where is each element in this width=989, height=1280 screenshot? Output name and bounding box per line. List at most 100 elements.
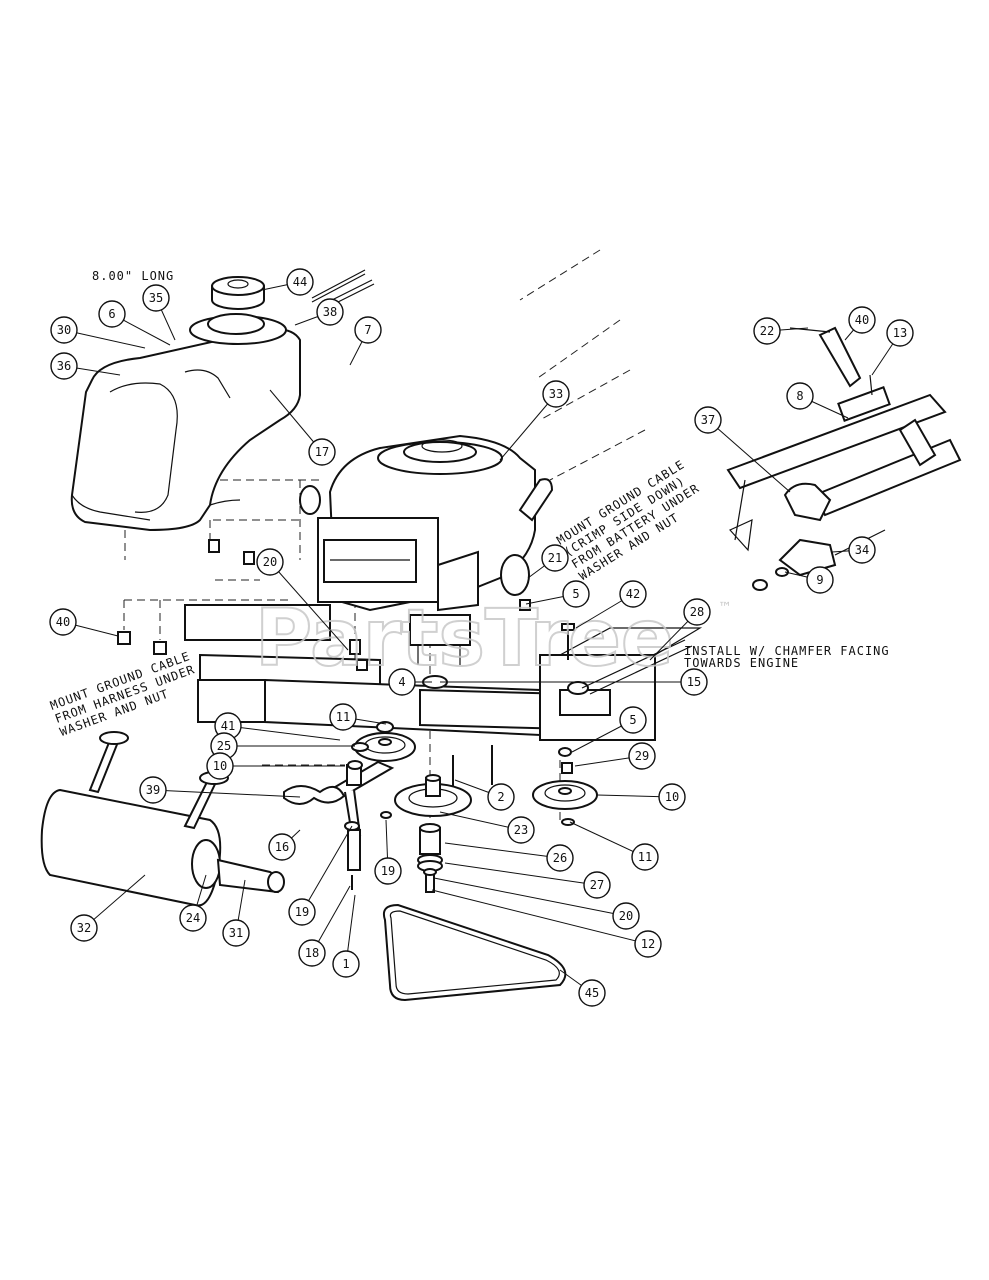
callout-leader-12 (431, 889, 649, 945)
callout-circle-22 (753, 317, 781, 345)
callout-7: 7 (349, 316, 382, 366)
callout-label-34: 34 (855, 543, 869, 557)
callout-1: 1 (332, 894, 360, 978)
callout-29: 29 (574, 742, 656, 770)
callout-label-44: 44 (293, 275, 307, 289)
callout-circle-33 (542, 380, 570, 408)
callout-circle-18 (298, 939, 326, 967)
bolts (117, 539, 575, 826)
callout-9: 9 (784, 566, 834, 594)
callout-circle-23 (507, 816, 535, 844)
callout-circle-45 (578, 979, 606, 1007)
callout-label-15: 15 (687, 675, 701, 689)
callout-circle-31 (222, 919, 250, 947)
callout-label-28: 28 (690, 605, 704, 619)
brake-linkage (726, 326, 962, 591)
callout-leader-41 (227, 725, 341, 741)
callout-label-45: 45 (585, 986, 599, 1000)
callout-label-19a: 19 (381, 864, 395, 878)
callout-label-33: 33 (549, 387, 563, 401)
callout-10b: 10 (596, 783, 686, 811)
callout-circle-6 (98, 300, 126, 328)
callout-label-22: 22 (760, 324, 774, 338)
callout-24: 24 (179, 874, 207, 932)
callout-label-19b: 19 (295, 905, 309, 919)
callout-19a: 19 (374, 819, 402, 885)
callout-11a: 11 (329, 703, 387, 731)
callout-20b: 20 (433, 877, 640, 930)
callout-26: 26 (444, 842, 574, 872)
callout-circle-32 (70, 914, 98, 942)
callout-25: 25 (210, 732, 355, 760)
callout-label-9: 9 (816, 573, 823, 587)
callout-label-1: 1 (342, 957, 349, 971)
callout-label-36: 36 (57, 359, 71, 373)
callout-circle-26 (546, 844, 574, 872)
callout-circle-24 (179, 904, 207, 932)
callout-28: 28 (649, 598, 711, 661)
callout-5b: 5 (571, 706, 647, 753)
callout-leader-23 (439, 811, 522, 831)
note-install: INSTALL W/ CHAMFER FACING (684, 644, 890, 658)
callout-6: 6 (98, 300, 171, 346)
callout-circle-36 (50, 352, 78, 380)
pulley-main (394, 774, 472, 817)
callout-circle-40b (49, 608, 77, 636)
callout-label-41: 41 (221, 719, 235, 733)
callout-label-40b: 40 (56, 615, 70, 629)
note-length: 8.00" LONG (92, 269, 174, 283)
callout-label-10a: 10 (213, 759, 227, 773)
callout-circle-21 (541, 544, 569, 572)
callout-circle-39 (139, 776, 167, 804)
callout-11b: 11 (569, 821, 659, 871)
callout-label-11a: 11 (336, 710, 350, 724)
callout-15: 15 (440, 668, 708, 696)
callout-32: 32 (70, 874, 146, 942)
watermark-trademark: ™ (718, 600, 732, 616)
callout-label-26: 26 (553, 851, 567, 865)
callout-circle-20a (256, 548, 284, 576)
callout-label-2: 2 (497, 790, 504, 804)
callout-circle-8 (786, 382, 814, 410)
callout-30: 30 (50, 316, 146, 349)
callout-label-16: 16 (275, 840, 289, 854)
callout-circle-4 (388, 668, 416, 696)
callout-45: 45 (559, 969, 606, 1007)
callout-23: 23 (439, 811, 535, 844)
callout-circle-19b (288, 898, 316, 926)
callout-36: 36 (50, 352, 121, 380)
callout-40a: 40 (844, 306, 876, 341)
callout-label-25: 25 (217, 739, 231, 753)
callout-circle-20b (612, 902, 640, 930)
callout-37: 37 (694, 406, 791, 493)
note-install-line2: TOWARDS ENGINE (684, 656, 799, 670)
callout-circle-11b (631, 843, 659, 871)
callout-label-7: 7 (364, 323, 371, 337)
callout-circle-12 (634, 930, 662, 958)
callout-label-17: 17 (315, 445, 329, 459)
callout-circle-16 (268, 833, 296, 861)
callout-8: 8 (786, 382, 849, 419)
callout-leader-37 (707, 419, 791, 493)
callout-17: 17 (269, 389, 336, 466)
callout-leader-27 (444, 862, 598, 886)
callout-label-18: 18 (305, 946, 319, 960)
callout-label-32: 32 (77, 921, 91, 935)
callout-16: 16 (268, 829, 301, 861)
callout-34: 34 (831, 536, 876, 564)
callout-circle-10b (658, 783, 686, 811)
callout-circle-38 (316, 298, 344, 326)
callout-label-27: 27 (590, 878, 604, 892)
callout-circle-27 (583, 871, 611, 899)
callout-circle-10a (206, 752, 234, 780)
pulley-right (532, 780, 598, 810)
callout-circle-29 (628, 742, 656, 770)
callout-33: 33 (499, 380, 570, 461)
callout-10a: 10 (206, 752, 345, 780)
callout-circle-17 (308, 438, 336, 466)
callout-label-12: 12 (641, 937, 655, 951)
idler-assembly (283, 732, 416, 890)
callout-31: 31 (222, 879, 250, 947)
callout-label-40a: 40 (855, 313, 869, 327)
